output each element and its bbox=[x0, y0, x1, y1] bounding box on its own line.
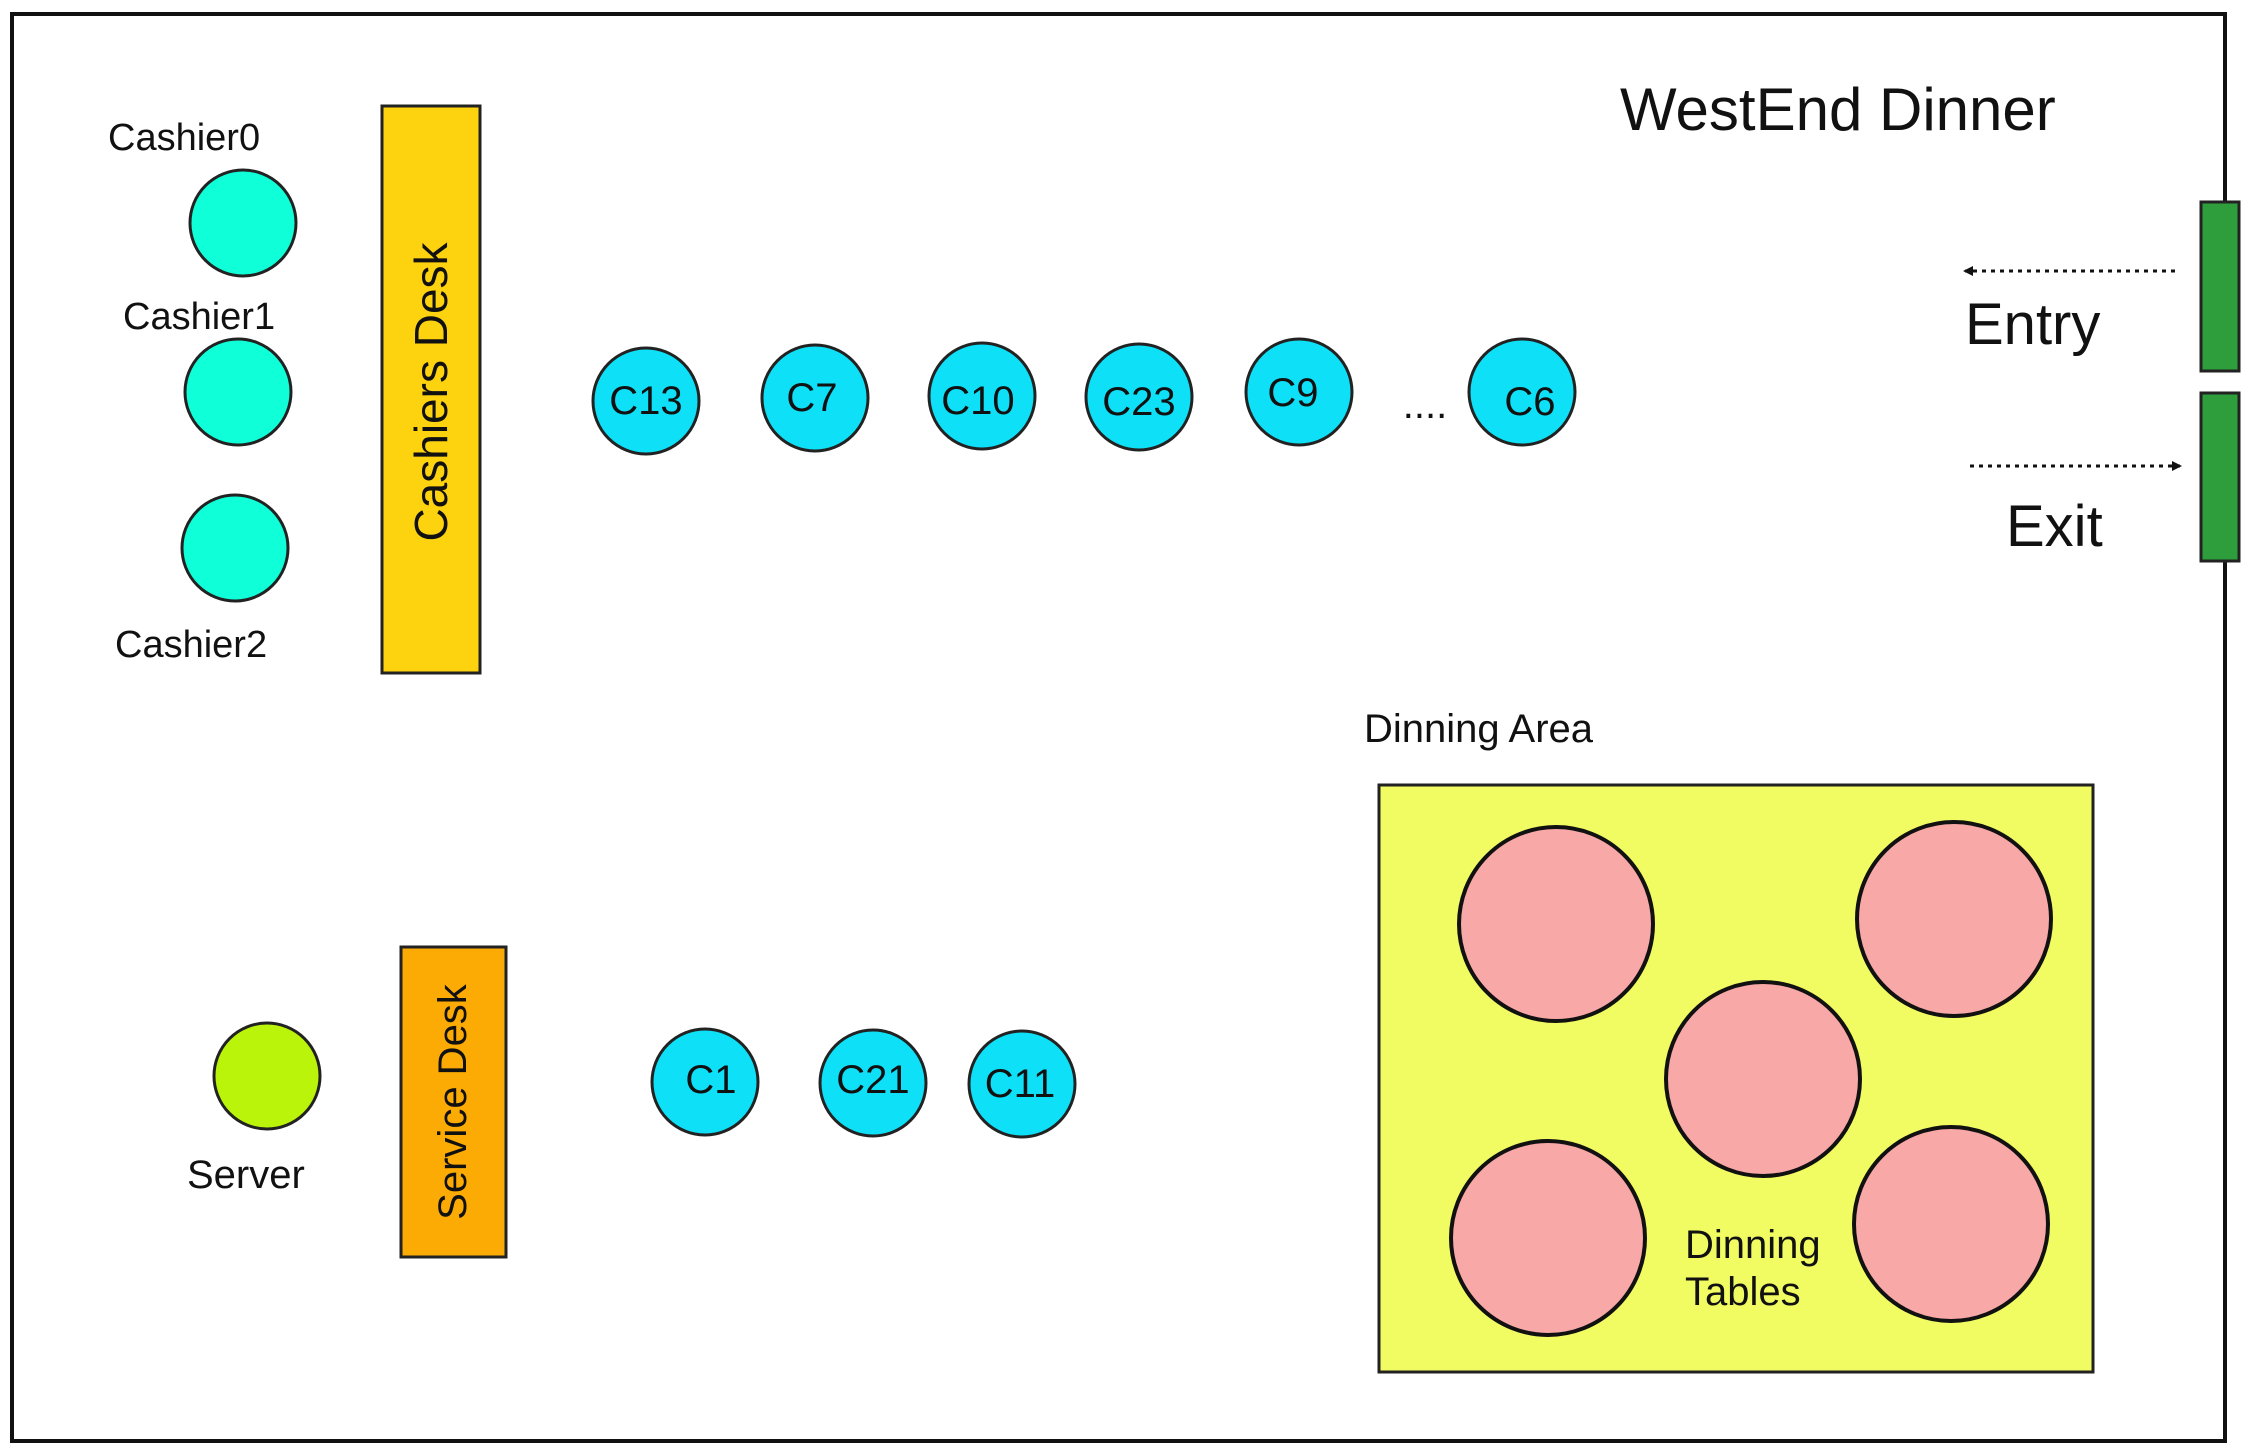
customer-icon bbox=[1244, 337, 1354, 447]
customer-icon bbox=[1084, 342, 1194, 452]
customer-label: C10 bbox=[941, 379, 1014, 423]
building-wall bbox=[10, 12, 2227, 1443]
table-icon bbox=[1664, 980, 1862, 1178]
dining-tables-label: Tables bbox=[1685, 1270, 1801, 1314]
customer-icon bbox=[760, 343, 870, 453]
queue-ellipsis: .... bbox=[1403, 383, 1447, 427]
customer-label: C13 bbox=[609, 379, 682, 423]
server-label: Server bbox=[187, 1153, 305, 1197]
exit-door bbox=[2199, 391, 2241, 563]
cashier-queue: C13 C7 C10 C23 C9 .... C6 bbox=[591, 337, 1577, 456]
customer-label: C7 bbox=[786, 376, 837, 420]
cashiers-desk-label: Cashiers Desk bbox=[405, 241, 457, 541]
customer-label: C9 bbox=[1267, 371, 1318, 415]
cashier-icon bbox=[183, 337, 293, 447]
dining-tables-label: Dinning bbox=[1685, 1223, 1821, 1267]
dining-area-label: Dinning Area bbox=[1364, 707, 1594, 751]
dining-tables bbox=[1449, 820, 2053, 1337]
cashier-icon bbox=[188, 168, 298, 278]
entry-label: Entry bbox=[1965, 292, 2100, 357]
cashier-label: Cashier2 bbox=[115, 624, 267, 666]
table-icon bbox=[1457, 825, 1655, 1023]
customer-label: C23 bbox=[1102, 380, 1175, 424]
cashier-label: Cashier1 bbox=[123, 296, 275, 338]
customer-label: C11 bbox=[985, 1062, 1055, 1106]
server-icon bbox=[212, 1021, 322, 1131]
entry-door bbox=[2199, 200, 2241, 373]
customer-icon bbox=[818, 1028, 928, 1138]
customer-icon bbox=[967, 1029, 1077, 1139]
service-desk bbox=[399, 945, 508, 1259]
customer-icon bbox=[591, 346, 701, 456]
customer-icon bbox=[927, 341, 1037, 451]
customer-icon bbox=[1467, 337, 1577, 447]
exit-label: Exit bbox=[2006, 494, 2103, 559]
table-icon bbox=[1449, 1139, 1647, 1337]
customer-label: C6 bbox=[1504, 380, 1555, 424]
customer-label: C1 bbox=[685, 1058, 736, 1102]
service-queue: C1 C21 C11 bbox=[650, 1027, 1077, 1139]
page-title: WestEnd Dinner bbox=[1620, 76, 2056, 143]
service-desk-label: Service Desk bbox=[431, 983, 475, 1220]
customer-label: C21 bbox=[836, 1058, 909, 1102]
cashier-label: Cashier0 bbox=[108, 117, 260, 159]
table-icon bbox=[1855, 820, 2053, 1018]
cashiers-desk bbox=[380, 104, 482, 675]
table-icon bbox=[1852, 1125, 2050, 1323]
customer-icon bbox=[650, 1027, 760, 1137]
cashier-icon bbox=[180, 493, 290, 603]
cashier-group: Cashier0 Cashier1 Cashier2 bbox=[108, 117, 298, 666]
